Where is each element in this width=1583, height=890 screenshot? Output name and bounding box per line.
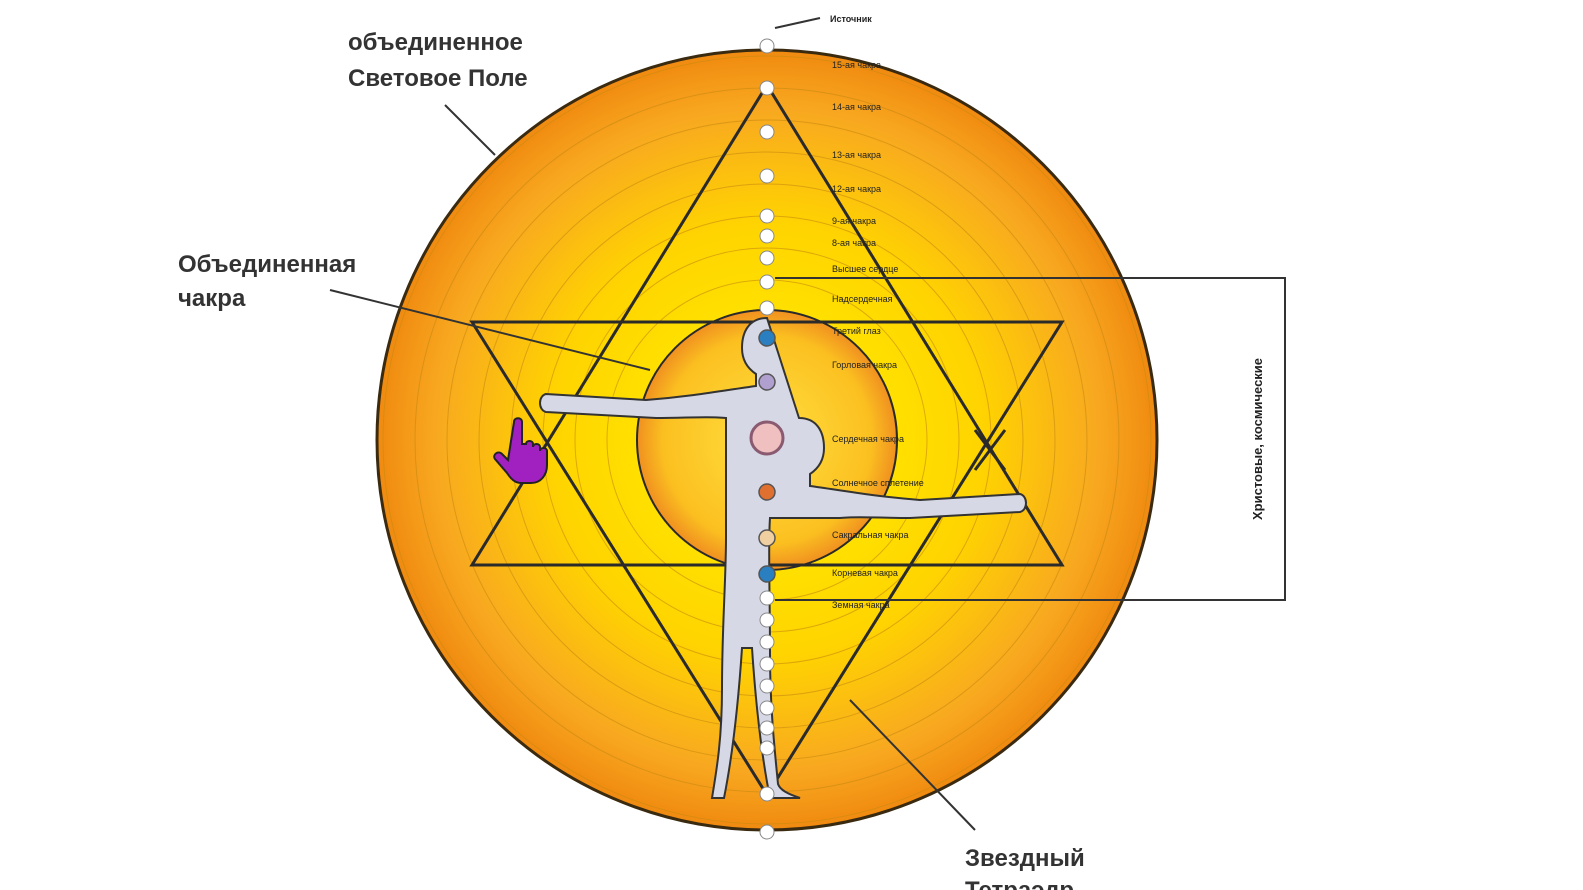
chakra-point	[759, 300, 775, 316]
root-chakra	[758, 565, 776, 583]
chakra-label: Третий глаз	[832, 326, 881, 336]
throat-chakra	[758, 373, 776, 391]
chakra-label: Солнечное сплетение	[832, 478, 924, 488]
chakra-label: 13-ая чакра	[832, 150, 881, 160]
chakra-point	[759, 274, 775, 290]
chakra-point	[759, 656, 775, 672]
chakra-label: 12-ая чакра	[832, 184, 881, 194]
chakra-label: 15-ая чакра	[832, 60, 881, 70]
chakra-column	[759, 38, 775, 840]
chakra-point	[759, 824, 775, 840]
star-label-line2: Тетраэдр	[965, 877, 1074, 890]
chakra-label: Корневая чакра	[832, 568, 898, 578]
top-label: Источник	[830, 14, 872, 24]
star-label-line1: Звездный	[965, 845, 1085, 872]
chakra-label: 9-ая чакра	[832, 216, 876, 226]
chakra-point	[759, 38, 775, 54]
chakra-point	[759, 634, 775, 650]
chakra-label: Надсердечная	[832, 294, 893, 304]
chakra-point	[759, 786, 775, 802]
pointer-lines	[329, 17, 976, 831]
chakra-point	[759, 80, 775, 96]
chakra-point	[759, 678, 775, 694]
chakra-point	[759, 208, 775, 224]
sacral-chakra	[758, 529, 776, 547]
field-ring	[382, 55, 1152, 825]
chakra-point	[759, 228, 775, 244]
chakra-label: 8-ая чакра	[832, 238, 876, 248]
human-figure	[539, 316, 1027, 799]
bracket	[775, 277, 1286, 601]
chakra-point	[759, 124, 775, 140]
chakra-label: Сердечная чакра	[832, 434, 904, 444]
chakra-point	[759, 740, 775, 756]
third-eye-chakra	[758, 329, 776, 347]
chakra-point	[759, 700, 775, 716]
chakra-label-line1: Объединенная	[178, 251, 356, 278]
chakra-label: Горловая чакра	[832, 360, 897, 370]
field-label-line2: Световое Поле	[348, 65, 528, 92]
chakra-label: 14-ая чакра	[832, 102, 881, 112]
chakra-point	[759, 612, 775, 628]
chakra-point	[759, 168, 775, 184]
chakra-label: Сакральная чакра	[832, 530, 909, 540]
chakra-point	[759, 590, 775, 606]
chakra-labels: 15-ая чакра 14-ая чакра 13-ая чакра 12-ая ч…	[832, 60, 924, 610]
hand-cursor-icon	[493, 417, 548, 484]
heart-chakra	[749, 420, 785, 456]
chakra-point	[759, 720, 775, 736]
body-chakras	[749, 329, 785, 583]
chakra-label-line2: чакра	[178, 285, 246, 312]
side-vertical-label: Христовые, космические	[1250, 358, 1265, 520]
chakra-label: Высшее сердце	[832, 264, 898, 274]
field-label-line1: объединенное	[348, 29, 523, 56]
chakra-label: Земная чакра	[832, 600, 890, 610]
chakra-point	[759, 250, 775, 266]
solar-plexus-chakra	[758, 483, 776, 501]
